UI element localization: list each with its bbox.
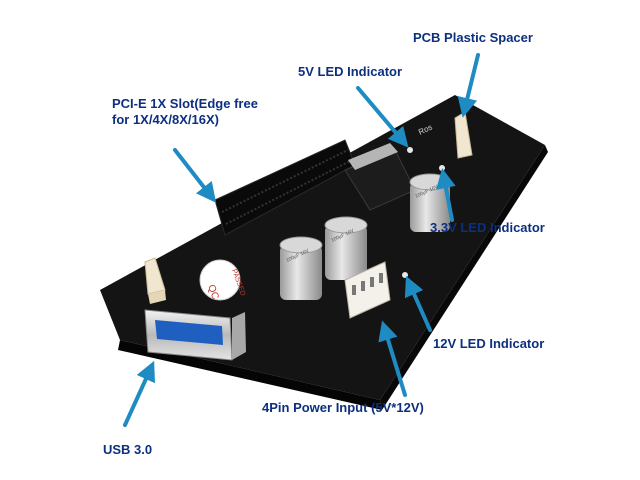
- label-12v-led: 12V LED Indicator: [433, 336, 545, 351]
- arrow-power: [378, 320, 407, 397]
- label-33v-led: 3.3V LED Indicator: [430, 220, 545, 235]
- arrow-usb: [123, 360, 155, 427]
- arrow-5v: [356, 86, 409, 148]
- label-pcie-slot: PCI-E 1X Slot(Edge free for 1X/4X/8X/16X…: [112, 96, 332, 128]
- label-power-input: 4Pin Power Input (5V*12V): [262, 400, 424, 415]
- arrow-spacer: [457, 53, 480, 118]
- qc-sticker-qc: QC: [205, 283, 220, 301]
- led-5v: [407, 147, 413, 153]
- pcb-board: [100, 95, 548, 410]
- qc-sticker: PASSED QC: [199, 259, 246, 301]
- led-33v: [439, 165, 445, 171]
- capacitor-middle: [324, 216, 368, 280]
- label-pcie-slot-line2: for 1X/4X/8X/16X): [112, 112, 219, 127]
- label-pcie-slot-line1: PCI-E 1X Slot(Edge free: [112, 96, 258, 111]
- arrow-33v: [436, 168, 456, 222]
- label-5v-led: 5V LED Indicator: [298, 64, 403, 79]
- power-connector: [344, 261, 391, 319]
- arrow-12v: [404, 275, 432, 332]
- usb-port: [144, 309, 246, 361]
- capacitor-left: [279, 236, 323, 300]
- led-12v: [402, 272, 408, 278]
- annotation-arrows: [123, 53, 480, 427]
- arrow-pcie: [173, 148, 217, 203]
- plastic-spacer-left: [144, 257, 166, 304]
- label-usb: USB 3.0: [103, 442, 153, 457]
- label-spacer: PCB Plastic Spacer: [413, 30, 533, 45]
